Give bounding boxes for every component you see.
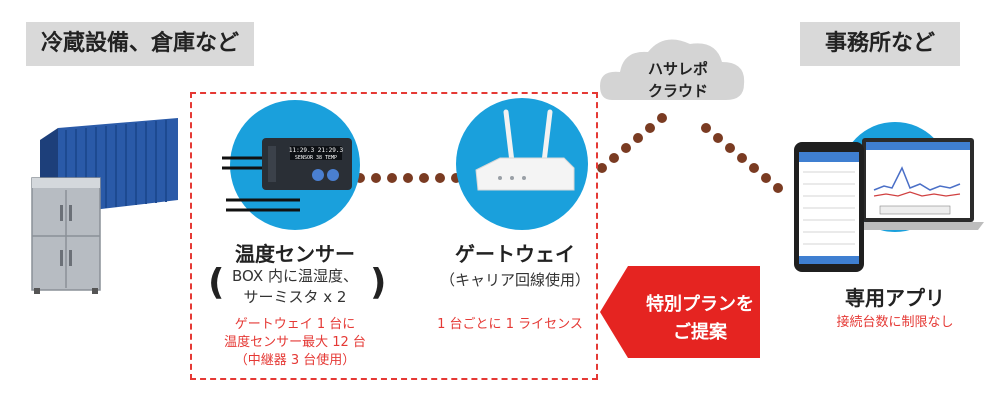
app-note: 接続台数に制限なし [836, 315, 954, 330]
location-label-storage: 冷蔵設備、倉庫など [26, 22, 254, 66]
gateway-title: ゲートウェイ [455, 242, 575, 266]
gateway-subtitle: （キャリア回線使用） [439, 271, 590, 289]
proposal-arrow [600, 266, 760, 358]
cloud-label-line2: クラウド [647, 82, 708, 100]
proposal-label-line1: 特別プランを [646, 294, 754, 315]
paren-left: ( [208, 262, 225, 303]
cloud-label-line1: ハサレポ [647, 60, 708, 78]
paren-right: ) [370, 262, 387, 303]
proposal-label-line2: ご提案 [673, 322, 727, 343]
installation-boundary [190, 92, 598, 380]
gateway-note: 1 台ごとに 1 ライセンス [437, 317, 583, 332]
connection-dots-gateway-cloud [597, 113, 667, 173]
cloud-icon [600, 39, 745, 100]
gateway-router-icon [475, 109, 575, 191]
laptop-icon [852, 138, 984, 230]
refrigerator-icon [31, 177, 101, 294]
app-title: 専用アプリ [845, 286, 945, 310]
sensor-display-line1: 11:29.3 21:29.3 [289, 147, 344, 154]
sensor-desc-line2: サーミスタ x 2 [243, 288, 347, 306]
temperature-sensor-icon: 11:29.3 21:29.3 SENSOR 38 TEMP [222, 138, 352, 212]
smartphone-icon [794, 142, 864, 272]
location-label-office: 事務所など [800, 22, 960, 66]
connection-dots-cloud-app [701, 123, 783, 193]
sensor-title: 温度センサー [235, 242, 355, 266]
sensor-note-line1: ゲートウェイ 1 台に [234, 317, 356, 332]
sensor-note-line2: 温度センサー最大 12 台 [224, 335, 366, 350]
sensor-display-line2: SENSOR 38 TEMP [295, 155, 337, 161]
sensor-note-line3: （中継器 3 台使用） [234, 353, 356, 368]
connection-dots-sensor-gateway [355, 173, 461, 183]
sensor-desc-line1: BOX 内に温湿度、 [232, 267, 358, 285]
